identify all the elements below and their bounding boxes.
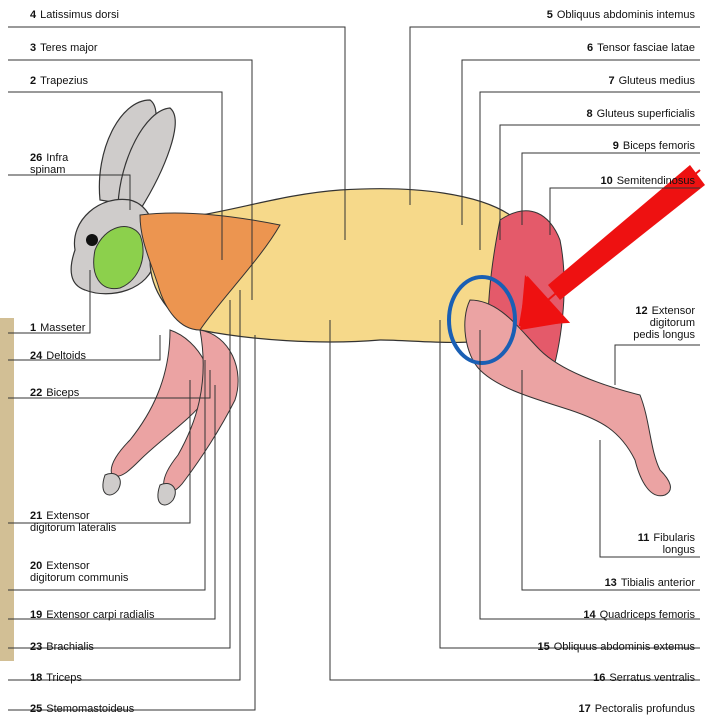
rabbit-eye xyxy=(86,234,98,246)
fore-paw-1 xyxy=(103,473,120,495)
fore-paw-2 xyxy=(158,483,175,505)
